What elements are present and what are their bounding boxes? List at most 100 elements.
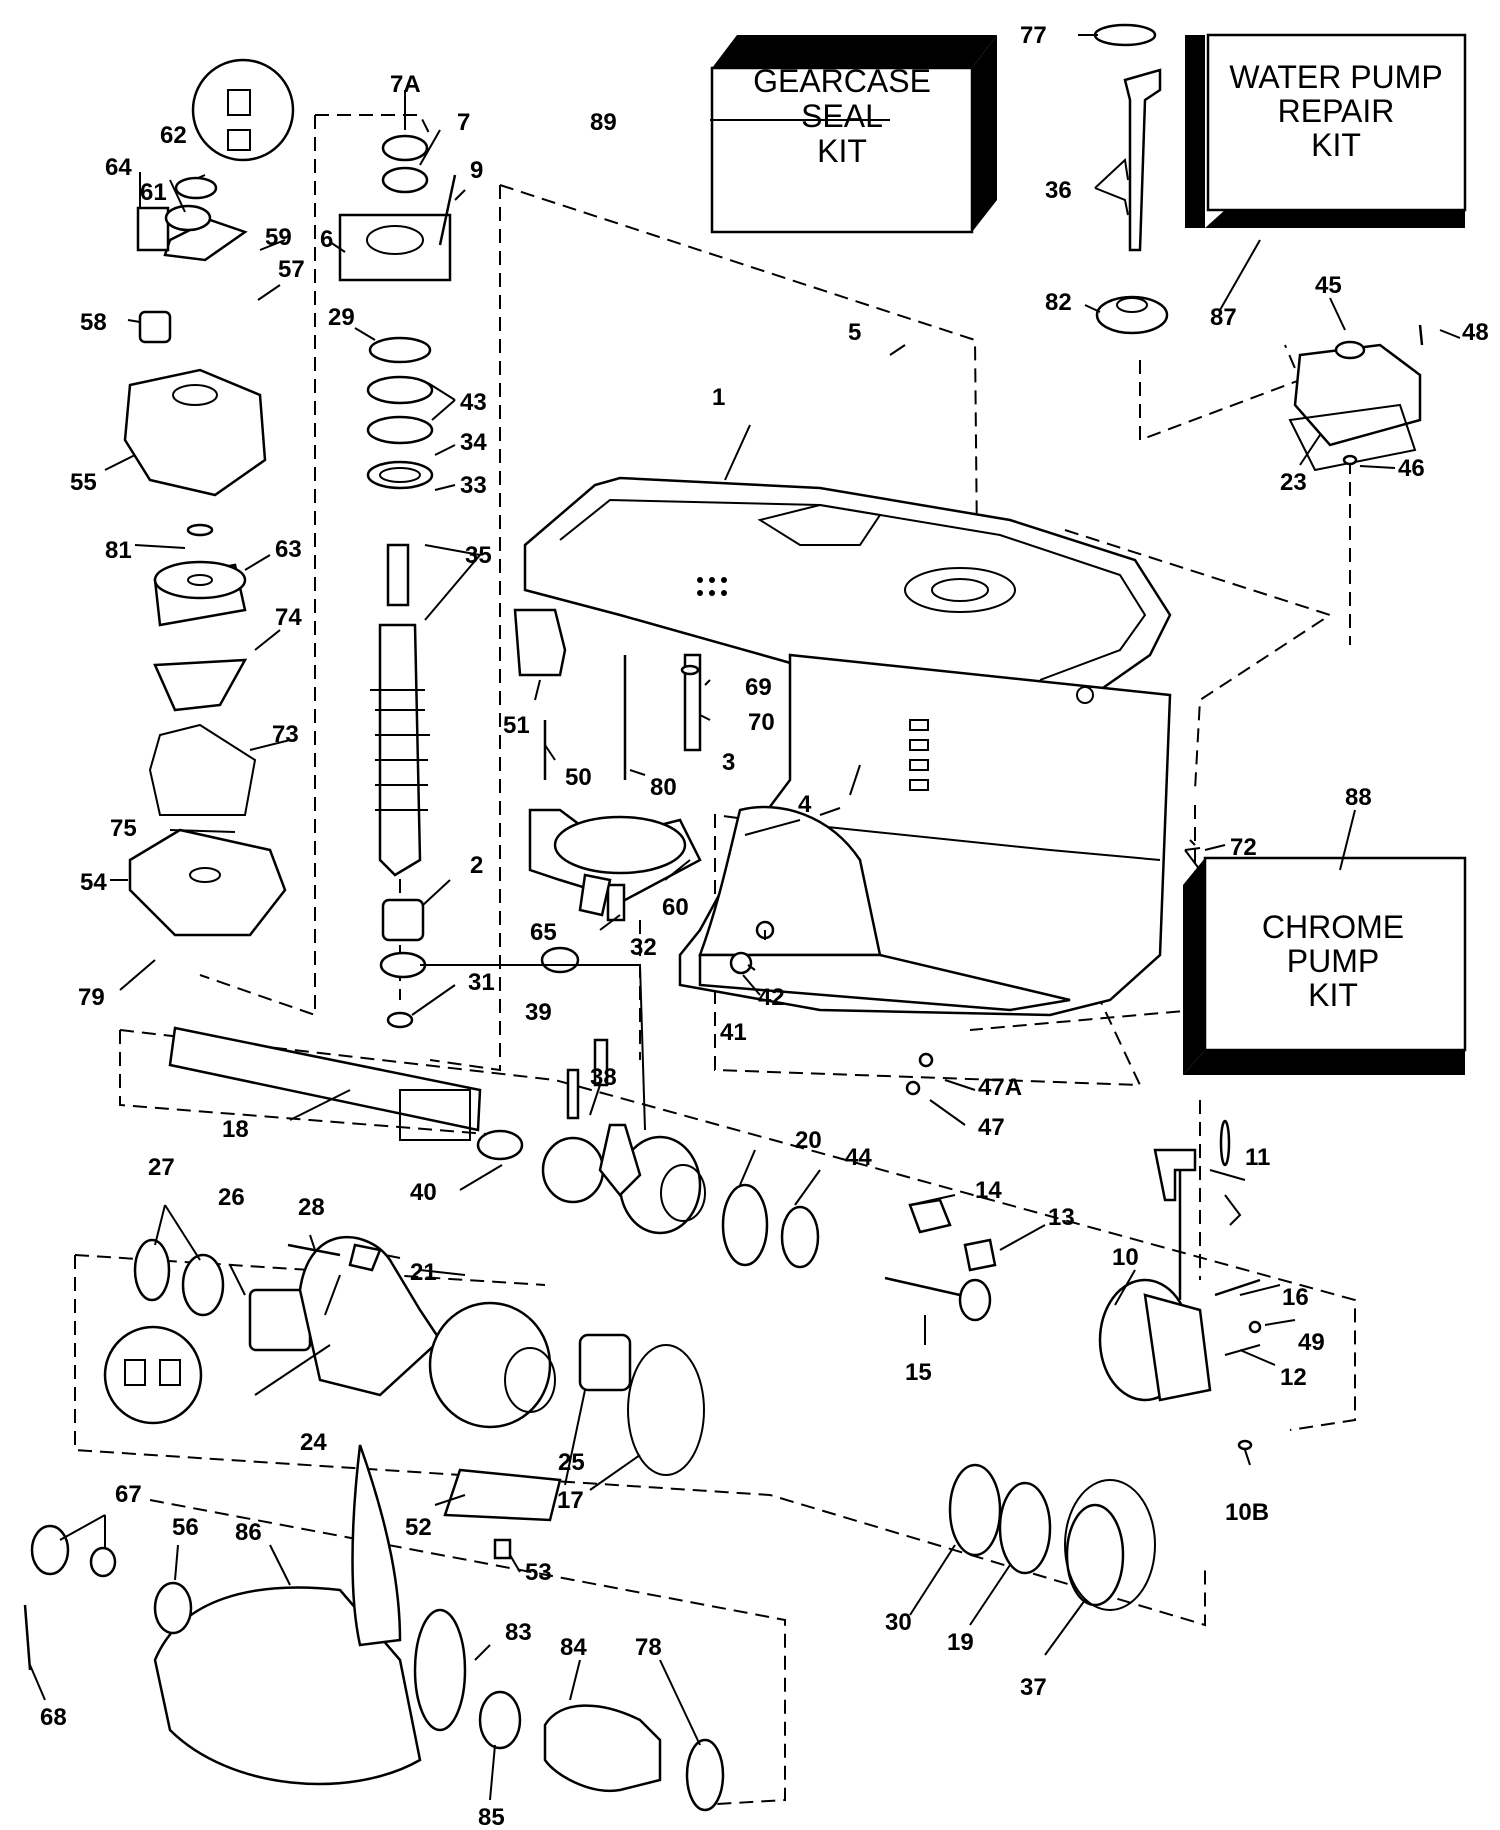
water-pump-kit-line-3: KIT: [1311, 127, 1361, 163]
callout-63: 63: [275, 536, 302, 563]
callout-70: 70: [748, 709, 775, 736]
callout-37: 37: [1020, 1674, 1047, 1701]
gearcase-kit-line-2: SEAL: [801, 98, 883, 134]
callout-56: 56: [172, 1514, 199, 1541]
callout-53: 53: [525, 1559, 552, 1586]
callout-18: 18: [222, 1116, 249, 1143]
callout-35: 35: [465, 542, 492, 569]
assembly-guide-lines: [74, 114, 1356, 1806]
callout-60: 60: [662, 894, 689, 921]
callout-45: 45: [1315, 272, 1342, 299]
callout-3: 3: [722, 749, 735, 776]
callout-25: 25: [558, 1449, 585, 1476]
water-pump-repair-kit-box: WATER PUMP REPAIR KIT: [1185, 33, 1467, 228]
callout-78: 78: [635, 1634, 662, 1661]
callout-42: 42: [758, 984, 785, 1011]
callout-12: 12: [1280, 1364, 1307, 1391]
callout-7: 7: [457, 109, 470, 136]
callout-33: 33: [460, 472, 487, 499]
leader-lines: [29, 34, 1461, 1801]
callout-31: 31: [468, 969, 495, 996]
callout-10: 10: [1112, 1244, 1139, 1271]
callout-13: 13: [1048, 1204, 1075, 1231]
callout-58: 58: [80, 309, 107, 336]
callout-36: 36: [1045, 177, 1072, 204]
propeller-shaft: [168, 1026, 820, 1269]
callout-73: 73: [272, 721, 299, 748]
water-pump-kit-line-1: WATER PUMP: [1229, 59, 1442, 95]
callout-labels: 1 2 3 4 5 6 7 7A 9 10 10B 11 12 13 14 15…: [40, 22, 1489, 1830]
gearcase-seal-kit-box: GEARCASE SEAL KIT: [710, 35, 997, 234]
callout-4: 4: [798, 791, 812, 818]
callout-16: 16: [1282, 1284, 1309, 1311]
callout-69: 69: [745, 674, 772, 701]
callout-26: 26: [218, 1184, 245, 1211]
callout-88: 88: [1345, 784, 1372, 811]
callout-61: 61: [140, 179, 167, 206]
callout-59: 59: [265, 224, 292, 251]
callout-67: 67: [115, 1481, 142, 1508]
callout-19: 19: [947, 1629, 974, 1656]
callout-23: 23: [1280, 469, 1307, 496]
propeller: [23, 1444, 725, 1812]
callout-86: 86: [235, 1519, 262, 1546]
gearcase-kit-line-1: GEARCASE: [753, 63, 931, 99]
stacked-washers: [338, 134, 457, 490]
callout-72: 72: [1230, 834, 1257, 861]
callout-77: 77: [1020, 22, 1047, 49]
callout-17: 17: [557, 1487, 584, 1514]
callout-84: 84: [560, 1634, 587, 1661]
callout-28: 28: [298, 1194, 325, 1221]
callout-47: 47: [978, 1114, 1005, 1141]
callout-52: 52: [405, 1514, 432, 1541]
callout-83: 83: [505, 1619, 532, 1646]
reverse-gear-assembly: [103, 1235, 705, 1560]
callout-64: 64: [105, 154, 132, 181]
callout-57: 57: [278, 256, 305, 283]
callout-29: 29: [328, 304, 355, 331]
callout-11: 11: [1245, 1144, 1270, 1171]
water-pump-housing: [123, 58, 295, 937]
chrome-kit-line-2: PUMP: [1287, 943, 1379, 979]
callout-2: 2: [470, 852, 483, 879]
callout-6: 6: [320, 226, 333, 253]
forward-gear-assembly: [884, 1148, 1262, 1611]
callout-74: 74: [275, 604, 302, 631]
callout-49: 49: [1298, 1329, 1325, 1356]
chrome-pump-kit-box: CHROME PUMP KIT: [1183, 856, 1467, 1075]
callout-20: 20: [795, 1127, 822, 1154]
callout-5: 5: [848, 319, 861, 346]
water-pump-kit-line-2: REPAIR: [1278, 93, 1395, 129]
callout-32: 32: [630, 934, 657, 961]
gearcase-kit-line-3: KIT: [817, 133, 867, 169]
misc-small-parts: [540, 873, 1242, 1226]
callout-47A: 47A: [978, 1074, 1022, 1101]
callout-27: 27: [148, 1154, 175, 1181]
callout-75: 75: [110, 815, 137, 842]
callout-50: 50: [565, 764, 592, 791]
callout-34: 34: [460, 429, 487, 456]
callout-89: 89: [590, 109, 617, 136]
callout-82: 82: [1045, 289, 1072, 316]
callout-24: 24: [300, 1429, 327, 1456]
callout-46: 46: [1398, 455, 1425, 482]
callout-87: 87: [1210, 304, 1237, 331]
callout-9: 9: [470, 157, 483, 184]
callout-80: 80: [650, 774, 677, 801]
callout-79: 79: [78, 984, 105, 1011]
callout-54: 54: [80, 869, 107, 896]
callout-30: 30: [885, 1609, 912, 1636]
callout-10B: 10B: [1225, 1499, 1269, 1526]
callout-39: 39: [525, 999, 552, 1026]
callout-14: 14: [975, 1177, 1002, 1204]
callout-41: 41: [720, 1019, 747, 1046]
shift-mechanism: [513, 608, 934, 1096]
pump-cover-right: [1093, 23, 1424, 472]
chrome-kit-line-3: KIT: [1308, 977, 1358, 1013]
callout-65: 65: [530, 919, 557, 946]
chrome-kit-line-1: CHROME: [1262, 909, 1404, 945]
callout-55: 55: [70, 469, 97, 496]
callout-43: 43: [460, 389, 487, 416]
callout-51: 51: [503, 712, 530, 739]
